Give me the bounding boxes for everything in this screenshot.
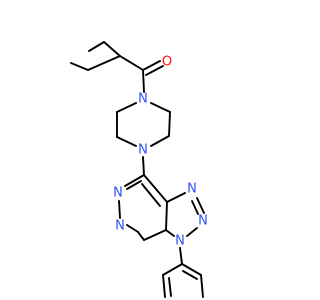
bond xyxy=(88,41,105,52)
bond xyxy=(166,192,186,203)
bond xyxy=(142,156,145,176)
molecule-structure: O N N N N N N N xyxy=(70,41,208,298)
bond xyxy=(124,174,145,187)
bond xyxy=(87,55,121,71)
bond xyxy=(150,135,170,147)
bond xyxy=(118,200,121,219)
oxygen-label: O xyxy=(162,55,172,70)
bond xyxy=(168,277,172,297)
nitrogen-label: N xyxy=(198,214,208,229)
bond xyxy=(143,229,167,241)
bond xyxy=(162,263,183,276)
bond xyxy=(165,229,175,237)
bond xyxy=(186,227,198,237)
bond xyxy=(119,55,144,71)
nitrogen-label: N xyxy=(113,186,123,201)
bond xyxy=(137,231,145,241)
bond xyxy=(142,69,145,93)
bond xyxy=(116,102,137,113)
bond xyxy=(162,274,166,298)
bond xyxy=(141,183,161,207)
bond xyxy=(182,270,198,280)
nitrogen-label: N xyxy=(138,92,148,107)
bond xyxy=(145,65,164,76)
bond xyxy=(181,263,202,276)
bond xyxy=(191,200,199,215)
bond xyxy=(126,180,142,190)
bond xyxy=(103,41,121,57)
nitrogen-label: N xyxy=(175,234,185,249)
bond xyxy=(165,201,168,231)
bond xyxy=(126,224,139,233)
bond xyxy=(150,102,171,113)
bond xyxy=(179,247,183,265)
bond xyxy=(143,174,168,203)
bond xyxy=(196,197,205,214)
bond xyxy=(168,111,171,137)
bond xyxy=(70,62,89,71)
nitrogen-label: N xyxy=(115,219,125,234)
atom-labels: O N N N N N N N xyxy=(113,55,208,249)
nitrogen-label: N xyxy=(187,182,197,197)
bonds xyxy=(70,41,205,298)
bond xyxy=(116,136,137,147)
nitrogen-label: N xyxy=(138,143,148,158)
bond xyxy=(200,274,204,298)
bond xyxy=(142,60,161,71)
